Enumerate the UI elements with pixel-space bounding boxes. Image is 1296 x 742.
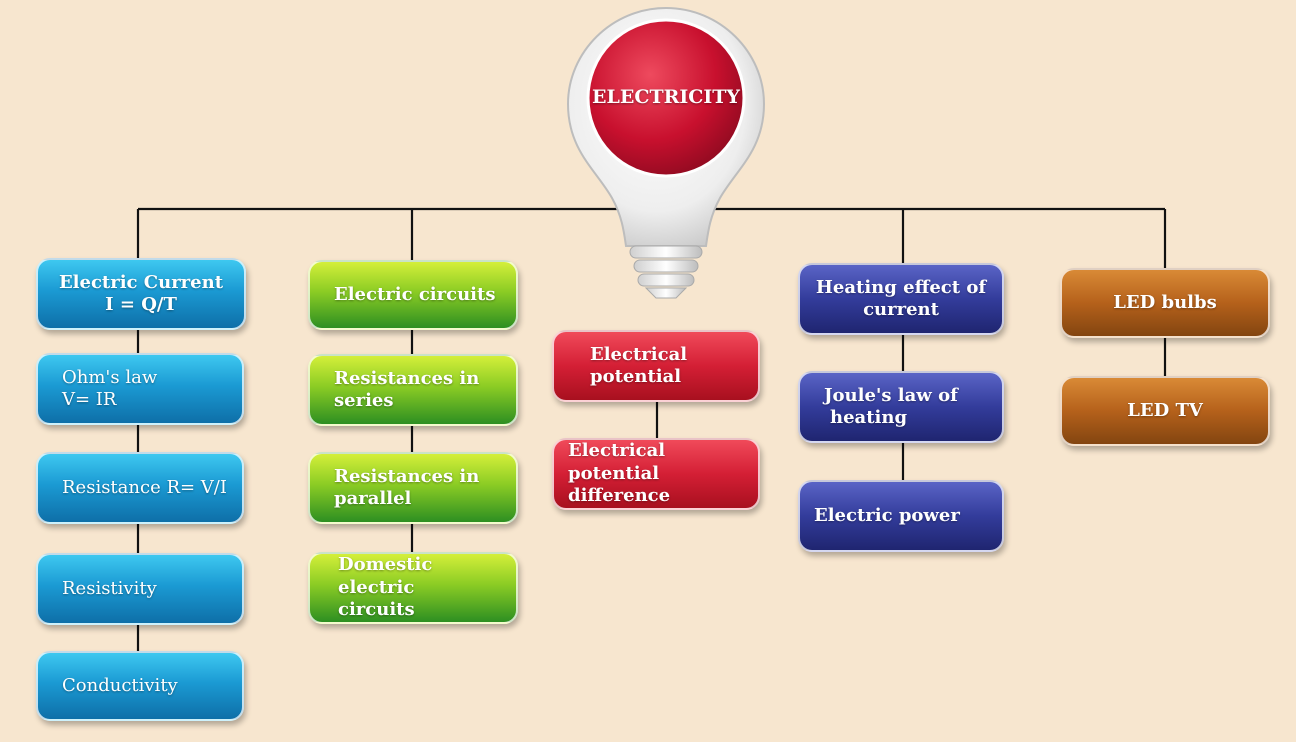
node-joules-law: Joule's law of heating: [798, 371, 1004, 443]
node-text: V= IR: [62, 389, 117, 410]
node-text: parallel: [334, 488, 412, 509]
node-text: Conductivity: [62, 674, 178, 696]
node-resistances-series: Resistances in series: [308, 354, 518, 426]
node-text: series: [334, 390, 394, 411]
node-text: Domestic electric: [338, 554, 433, 598]
node-led-tv: LED TV: [1060, 376, 1270, 446]
node-text: Heating effect of: [815, 276, 987, 298]
node-text: Ohm's law: [62, 366, 158, 388]
center-label: ELECTRICITY: [592, 86, 740, 108]
node-text: heating: [830, 407, 908, 428]
node-text: Electrical: [568, 440, 666, 462]
node-electric-power: Electric power: [798, 480, 1004, 552]
node-text: potential difference: [568, 462, 671, 507]
node-text: I = Q/T: [105, 294, 177, 315]
node-electrical-potential: Electrical potential: [552, 330, 760, 402]
node-domestic-circuits: Domestic electric circuits: [308, 552, 518, 624]
node-electric-circuits: Electric circuits: [308, 260, 518, 330]
node-text: circuits: [338, 599, 415, 621]
node-text: Resistances in: [334, 367, 480, 389]
node-ohms-law: Ohm's law V= IR: [36, 353, 244, 425]
node-text: potential: [590, 366, 682, 387]
node-text: Joule's law of: [824, 384, 958, 406]
node-text: LED TV: [1127, 399, 1203, 421]
node-text: Electric circuits: [334, 283, 496, 305]
node-electric-current: Electric Current I = Q/T: [36, 258, 246, 330]
node-text: current: [863, 299, 939, 320]
node-heating-effect: Heating effect of current: [798, 263, 1004, 335]
node-resistance: Resistance R= V/I: [36, 452, 244, 524]
node-text: Resistances in: [334, 465, 480, 487]
node-text: Electric power: [814, 504, 960, 526]
node-text: Resistivity: [62, 577, 157, 599]
lightbulb-icon: [566, 6, 766, 299]
node-conductivity: Conductivity: [36, 651, 244, 721]
node-resistivity: Resistivity: [36, 553, 244, 625]
node-text: Resistance R= V/I: [62, 476, 227, 498]
node-potential-difference: Electrical potential difference: [552, 438, 760, 510]
node-text: Electric Current: [58, 271, 224, 293]
node-text: Electrical: [590, 343, 688, 365]
node-resistances-parallel: Resistances in parallel: [308, 452, 518, 524]
node-led-bulbs: LED bulbs: [1060, 268, 1270, 338]
node-text: LED bulbs: [1113, 291, 1217, 313]
